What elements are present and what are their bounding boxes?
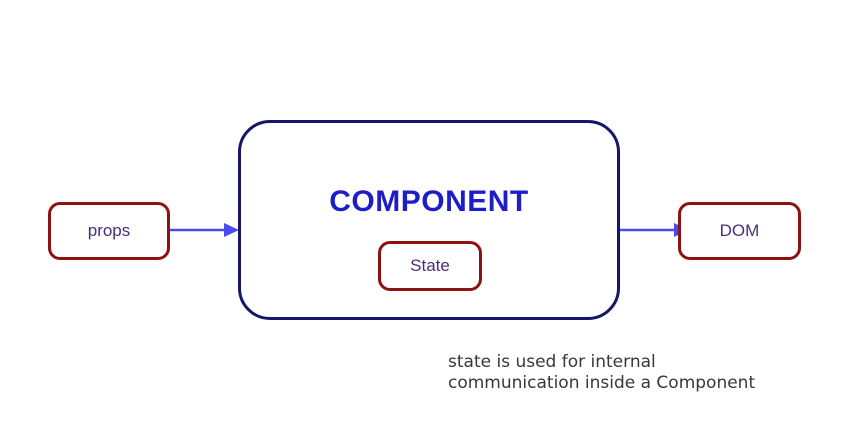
caption-line-1: state is used for internal [448, 352, 656, 372]
arrow-head [224, 223, 239, 237]
caption-line-2: communication inside a Component [448, 373, 756, 393]
component-node: COMPONENT [238, 120, 620, 320]
dom-node: DOM [678, 202, 801, 260]
dom-node-label: DOM [719, 221, 760, 240]
props-node-label: props [87, 221, 131, 240]
caption: state is used for internal communication… [448, 352, 755, 394]
arrow-right-icon [170, 223, 239, 237]
props-node: props [48, 202, 170, 260]
state-node: State [378, 241, 482, 291]
state-node-label: State [410, 256, 450, 275]
component-node-title: COMPONENT [329, 185, 529, 218]
